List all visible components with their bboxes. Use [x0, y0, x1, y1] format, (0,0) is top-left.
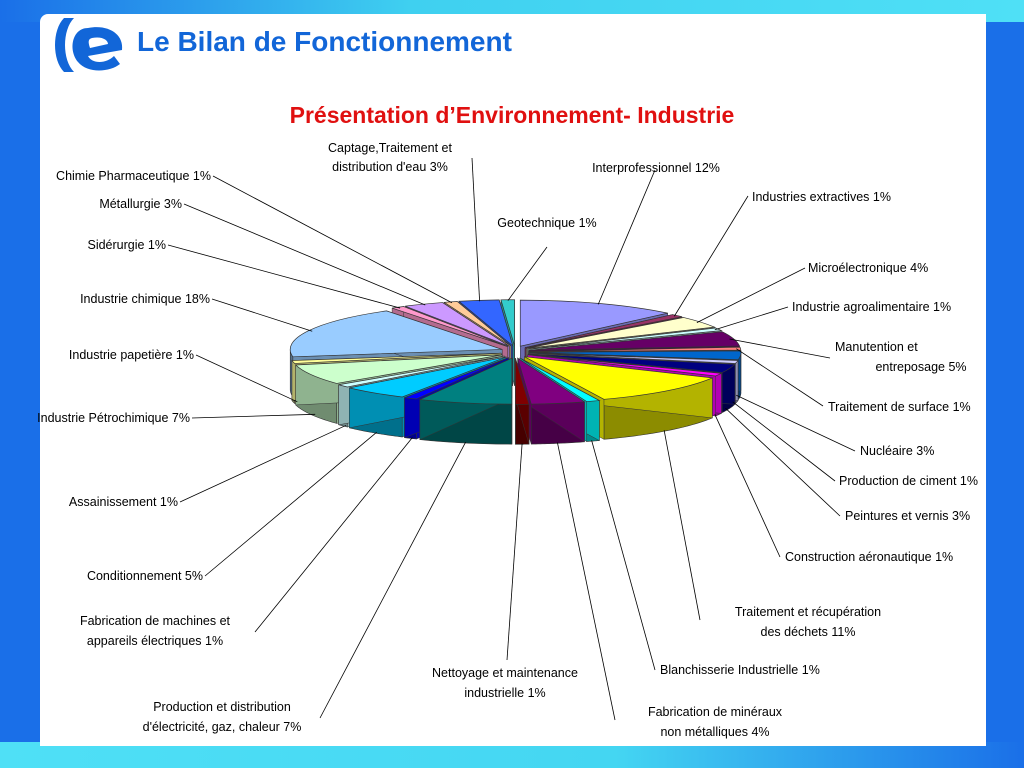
- slice-label: entreposage 5%: [875, 360, 966, 374]
- slice-label: Blanchisserie Industrielle 1%: [660, 663, 820, 677]
- slice-label: Industrie Pétrochimique 7%: [37, 411, 190, 425]
- slice-label: Geotechnique 1%: [497, 216, 596, 230]
- slice-label: d'électricité, gaz, chaleur 7%: [143, 720, 302, 734]
- pie-slice: [527, 354, 723, 377]
- slice-label: Nucléaire 3%: [860, 444, 934, 458]
- page-title: Le Bilan de Fonctionnement: [137, 26, 512, 57]
- slice-label: Sidérurgie 1%: [87, 238, 166, 252]
- leader-line: [167, 244, 401, 309]
- slice-label: Fabrication de machines et: [80, 614, 231, 628]
- slice-label: Interprofessionnel 12%: [592, 161, 720, 175]
- slice-label: Construction aéronautique 1%: [785, 550, 953, 564]
- pie-slice: [418, 357, 513, 405]
- slice-label: Peintures et vernis 3%: [845, 509, 970, 523]
- leader-line: [507, 246, 548, 301]
- slice-label: industrielle 1%: [464, 686, 545, 700]
- pie-slice: [524, 314, 683, 348]
- leader-line: [179, 424, 347, 503]
- pie-slice: [291, 352, 502, 364]
- leader-line: [736, 348, 824, 407]
- pie-slice: [526, 317, 716, 349]
- leader-line: [714, 414, 781, 558]
- pie-slice: [528, 346, 742, 352]
- bottom-band: [0, 742, 1024, 768]
- leader-line: [556, 442, 616, 721]
- pie-slice: [294, 354, 503, 384]
- leader-line: [732, 401, 836, 482]
- slice-label: non métalliques 4%: [660, 725, 769, 739]
- slice-label: Manutention et: [835, 340, 918, 354]
- slice-label: Assainissement 1%: [69, 495, 178, 509]
- slice-label: Industrie chimique 18%: [80, 292, 210, 306]
- slice-label: Production de ciment 1%: [839, 474, 978, 488]
- pie-slice: [528, 331, 741, 351]
- slice-label: appareils électriques 1%: [87, 634, 223, 648]
- slice-label: Industrie agroalimentaire 1%: [792, 300, 951, 314]
- leader-line: [183, 203, 426, 306]
- slice-label: Chimie Pharmaceutique 1%: [56, 169, 211, 183]
- pie-slice: [528, 350, 742, 361]
- slice-label: Conditionnement 5%: [87, 569, 203, 583]
- slice-label: Métallurgie 3%: [99, 197, 182, 211]
- slice-label: Microélectronique 4%: [808, 261, 928, 275]
- pie-slice: [519, 299, 668, 347]
- company-logo-icon: [55, 18, 123, 72]
- pie-slice: [500, 299, 515, 346]
- leader-line: [673, 195, 749, 317]
- leader-line: [663, 429, 701, 621]
- pie-slice: [338, 355, 505, 388]
- slice-label: Nettoyage et maintenance: [432, 666, 578, 680]
- pie-slice: [349, 356, 507, 398]
- slice-label: des déchets 11%: [761, 625, 856, 639]
- leader-line: [204, 431, 377, 577]
- pie-slice: [517, 357, 586, 405]
- leader-line: [319, 441, 467, 719]
- leader-line: [211, 298, 313, 332]
- leader-line: [191, 413, 316, 419]
- leader-line: [736, 394, 856, 452]
- slice-label: Production et distribution: [153, 700, 291, 714]
- slice-label: Fabrication de minéraux: [648, 705, 783, 719]
- leader-line: [471, 157, 481, 302]
- pie-slice: [515, 358, 530, 405]
- slice-label: Industries extractives 1%: [752, 190, 891, 204]
- pie-slice: [528, 353, 736, 373]
- slice-label: Traitement et récupération: [735, 605, 881, 619]
- pie-slice: [527, 327, 723, 350]
- pie-slice: [458, 299, 514, 347]
- leader-line: [212, 175, 453, 304]
- leader-line: [597, 169, 656, 305]
- leader-line: [714, 306, 789, 331]
- slice-label: Traitement de surface 1%: [828, 400, 971, 414]
- pie-slice: [289, 310, 503, 358]
- leader-line: [725, 407, 841, 517]
- slice-label: Captage,Traitement et: [328, 141, 452, 155]
- leader-line: [506, 443, 523, 661]
- pie-slice: [404, 357, 509, 400]
- leader-line: [696, 267, 806, 323]
- slice-label: Industrie papetière 1%: [69, 348, 194, 362]
- leader-line: [254, 437, 413, 633]
- chart-title: Présentation d’Environnement- Industrie: [289, 102, 735, 128]
- pie-slice: [524, 356, 714, 400]
- leader-line: [729, 338, 831, 359]
- leader-line: [591, 440, 656, 671]
- slice-label: distribution d'eau 3%: [332, 160, 448, 174]
- pie-slice: [528, 352, 739, 364]
- leader-line: [195, 354, 298, 403]
- pie-slice: [519, 357, 601, 402]
